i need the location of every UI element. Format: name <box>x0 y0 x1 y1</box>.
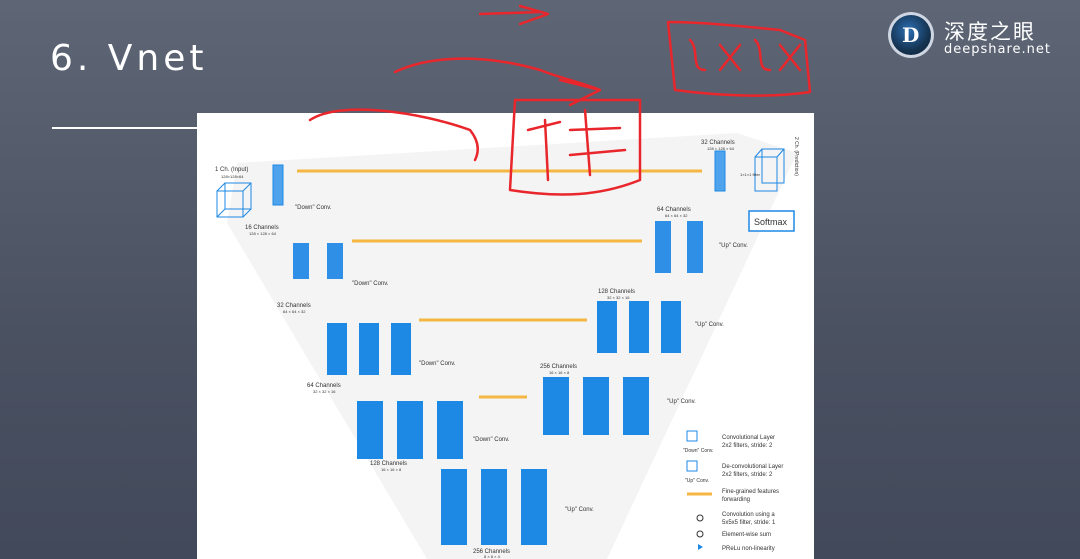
ink-box-right <box>666 20 812 97</box>
level1-channels: 16 Channels <box>245 225 279 231</box>
dec256-blocks <box>543 377 649 435</box>
dec128-blocks <box>597 301 681 353</box>
legend-text-2a: De-convolutional Layer <box>722 464 783 470</box>
brand-name: 深度之眼 <box>944 20 1036 44</box>
legend-down-icon <box>686 430 698 442</box>
output-label: 2 Ch. (Prediction) <box>793 137 799 176</box>
legend-text-1a: Convolutional Layer <box>722 435 775 441</box>
dec64-blocks <box>655 221 703 273</box>
brand-site: deepshare.net <box>944 42 1052 57</box>
level3-size: 32 × 32 × 16 <box>313 389 336 394</box>
legend-text-2b: 2x2 filters, stride: 2 <box>722 472 773 478</box>
legend-prelu-icon <box>698 544 703 550</box>
softmax-label: Softmax <box>754 217 788 227</box>
up-conv-label-5: "Up" Conv. <box>565 507 594 513</box>
input-size: 128×128×64 <box>221 174 244 179</box>
dec128-channels: 128 Channels <box>598 289 635 295</box>
level2-channels: 32 Channels <box>277 303 311 309</box>
level4-blocks <box>357 401 463 459</box>
input-volume <box>216 182 252 218</box>
up-conv-label-3: "Up" Conv. <box>695 322 724 328</box>
level1-blocks <box>272 164 284 206</box>
level5-size: 8 × 8 × 4 <box>484 554 501 559</box>
brand-logo: D <box>888 12 934 58</box>
level3-blocks <box>327 323 411 375</box>
conv1x1-label: 1×1×1 filter <box>740 172 761 177</box>
legend-up-icon <box>686 460 698 472</box>
down-conv-label-1: "Down" Conv. <box>295 205 332 211</box>
up-conv-label-4: "Up" Conv. <box>667 399 696 405</box>
vnet-diagram: 1 Ch. (Input) 128×128×64 16 Channels 128… <box>215 133 799 559</box>
level5-channels: 256 Channels <box>473 549 510 555</box>
ink-line-1 <box>393 57 602 107</box>
ink-arrow-top <box>478 4 550 26</box>
level1-size: 128 × 128 × 64 <box>249 231 277 236</box>
softmax-box <box>748 210 795 232</box>
level3-channels: 64 Channels <box>307 383 341 389</box>
up-conv-label-2: "Up" Conv. <box>719 243 748 249</box>
level5-blocks <box>441 469 547 545</box>
output-volume <box>754 148 785 192</box>
level4-size: 16 × 16 × 8 <box>381 467 402 472</box>
legend: "Down" Conv. Convolutional Layer 2x2 fil… <box>683 430 783 552</box>
legend-text-5a: Element-wise sum <box>722 532 771 538</box>
legend-text-4a: Convolution using a <box>722 512 775 518</box>
level2-blocks <box>293 243 343 279</box>
down-conv-label-3: "Down" Conv. <box>419 361 456 367</box>
legend-tag-down: "Down" Conv. <box>683 448 713 454</box>
dec32-blocks <box>714 150 726 192</box>
level4-channels: 128 Channels <box>370 461 407 467</box>
legend-sum-icon <box>696 530 704 538</box>
legend-conv-icon <box>696 514 704 522</box>
dec64-channels: 64 Channels <box>657 207 691 213</box>
legend-text-6a: PReLu non-linearity <box>722 546 775 552</box>
dec256-channels: 256 Channels <box>540 364 577 370</box>
legend-tag-up: "Up" Conv. <box>685 478 709 484</box>
vnet-figure: 1 Ch. (Input) 128×128×64 16 Channels 128… <box>197 113 814 559</box>
legend-text-4b: 5x5x5 filter, stride: 1 <box>722 520 776 526</box>
input-label: 1 Ch. (Input) <box>215 167 248 173</box>
level2-size: 64 × 64 × 32 <box>283 309 306 314</box>
dec256-size: 16 × 16 × 8 <box>549 370 570 375</box>
dec128-size: 32 × 32 × 16 <box>607 295 630 300</box>
legend-text-3a: Fine-grained features <box>722 489 779 495</box>
down-conv-label-2: "Down" Conv. <box>352 281 389 287</box>
ink-5x5x5 <box>688 38 802 72</box>
legend-text-1b: 2x2 filters, stride: 2 <box>722 443 773 449</box>
dec32-size: 128 × 128 × 64 <box>707 146 735 151</box>
logo-letter: D <box>902 23 920 47</box>
dec64-size: 64 × 64 × 32 <box>665 213 688 218</box>
title-underline <box>52 127 202 129</box>
dec32-channels: 32 Channels <box>701 140 735 146</box>
slide-title: 6. Vnet <box>50 38 208 79</box>
down-conv-label-4: "Down" Conv. <box>473 437 510 443</box>
legend-text-3b: forwarding <box>722 497 750 503</box>
